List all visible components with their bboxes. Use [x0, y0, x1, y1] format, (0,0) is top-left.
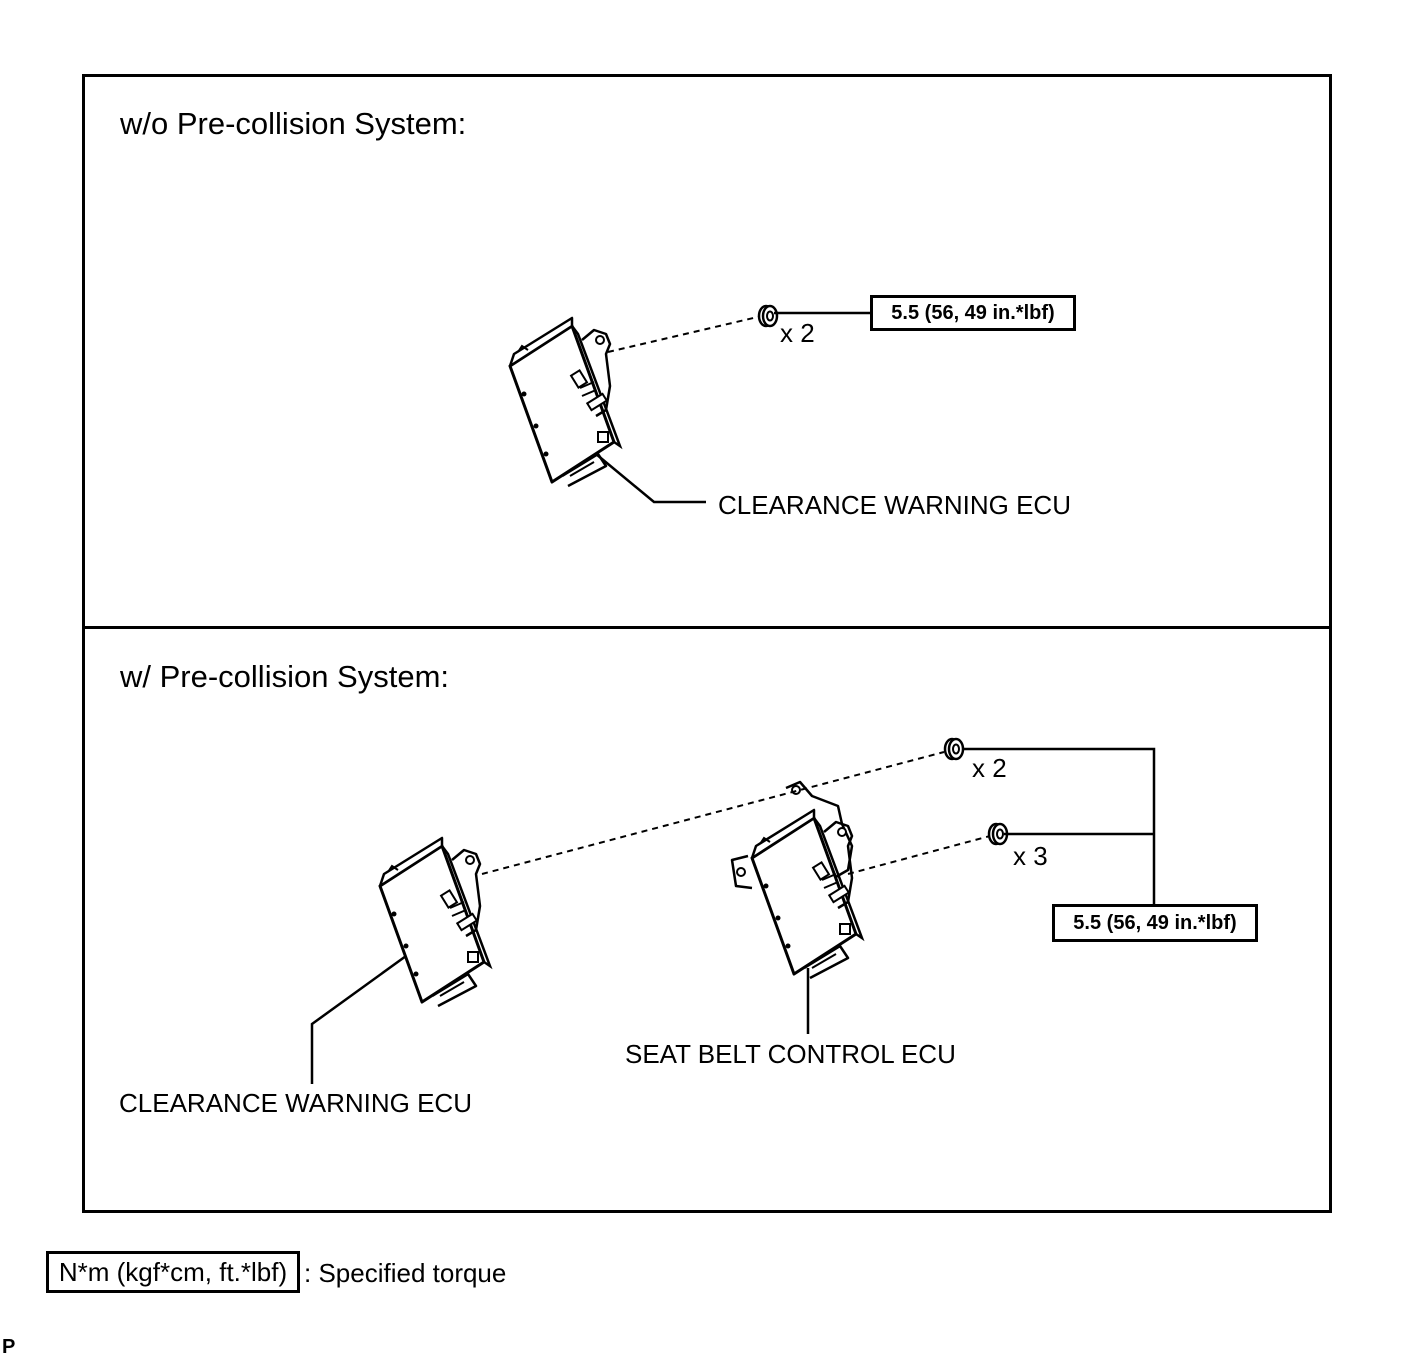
bottom-torque-leader	[962, 747, 1156, 908]
bottom-center-part-label: SEAT BELT CONTROL ECU	[625, 1039, 956, 1069]
diagram-frame	[82, 74, 1332, 1213]
bottom-clearance-warning-ecu	[378, 836, 492, 1008]
bottom-bolt-dashed-line-short	[847, 835, 991, 875]
bottom-torque-box: 5.5 (56, 49 in.*lbf)	[1052, 904, 1258, 942]
bottom-nut-count-lower: x 3	[1013, 841, 1048, 871]
bottom-left-part-label: CLEARANCE WARNING ECU	[119, 1088, 472, 1118]
top-nut-icon	[757, 304, 779, 328]
panel-divider	[82, 626, 1332, 629]
seat-belt-control-ecu	[730, 780, 864, 980]
top-part-label: CLEARANCE WARNING ECU	[718, 490, 1071, 520]
top-nut-count: x 2	[780, 318, 815, 348]
top-bolt-dashed-line	[607, 315, 763, 353]
bottom-nut-count-upper: x 2	[972, 753, 1007, 783]
bottom-panel-heading: w/ Pre-collision System:	[120, 659, 450, 694]
corner-mark: P	[2, 1336, 16, 1358]
top-torque-box: 5.5 (56, 49 in.*lbf)	[870, 295, 1076, 331]
bottom-nut-icon-upper	[943, 737, 965, 761]
legend-unit-box: N*m (kgf*cm, ft.*lbf)	[46, 1251, 300, 1293]
bottom-left-part-leader	[310, 954, 407, 1084]
top-part-leader	[595, 453, 706, 504]
top-panel-heading: w/o Pre-collision System:	[120, 106, 467, 141]
legend-description: : Specified torque	[304, 1258, 507, 1288]
bottom-bolt-dashed-line-long	[481, 751, 945, 875]
